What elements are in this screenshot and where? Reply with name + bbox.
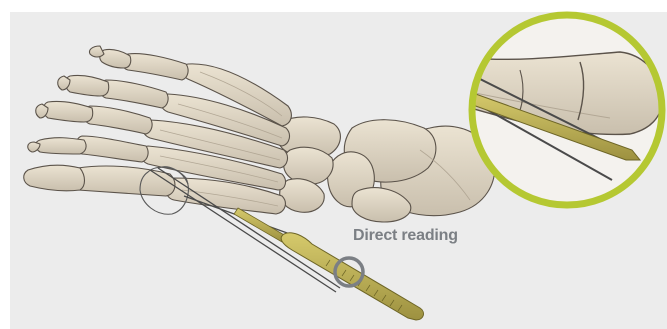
cuneiform-bone — [283, 147, 333, 184]
phalanx-bone — [24, 165, 85, 191]
direct-reading-label: Direct reading — [353, 228, 458, 244]
phalanx-bone — [36, 138, 87, 154]
